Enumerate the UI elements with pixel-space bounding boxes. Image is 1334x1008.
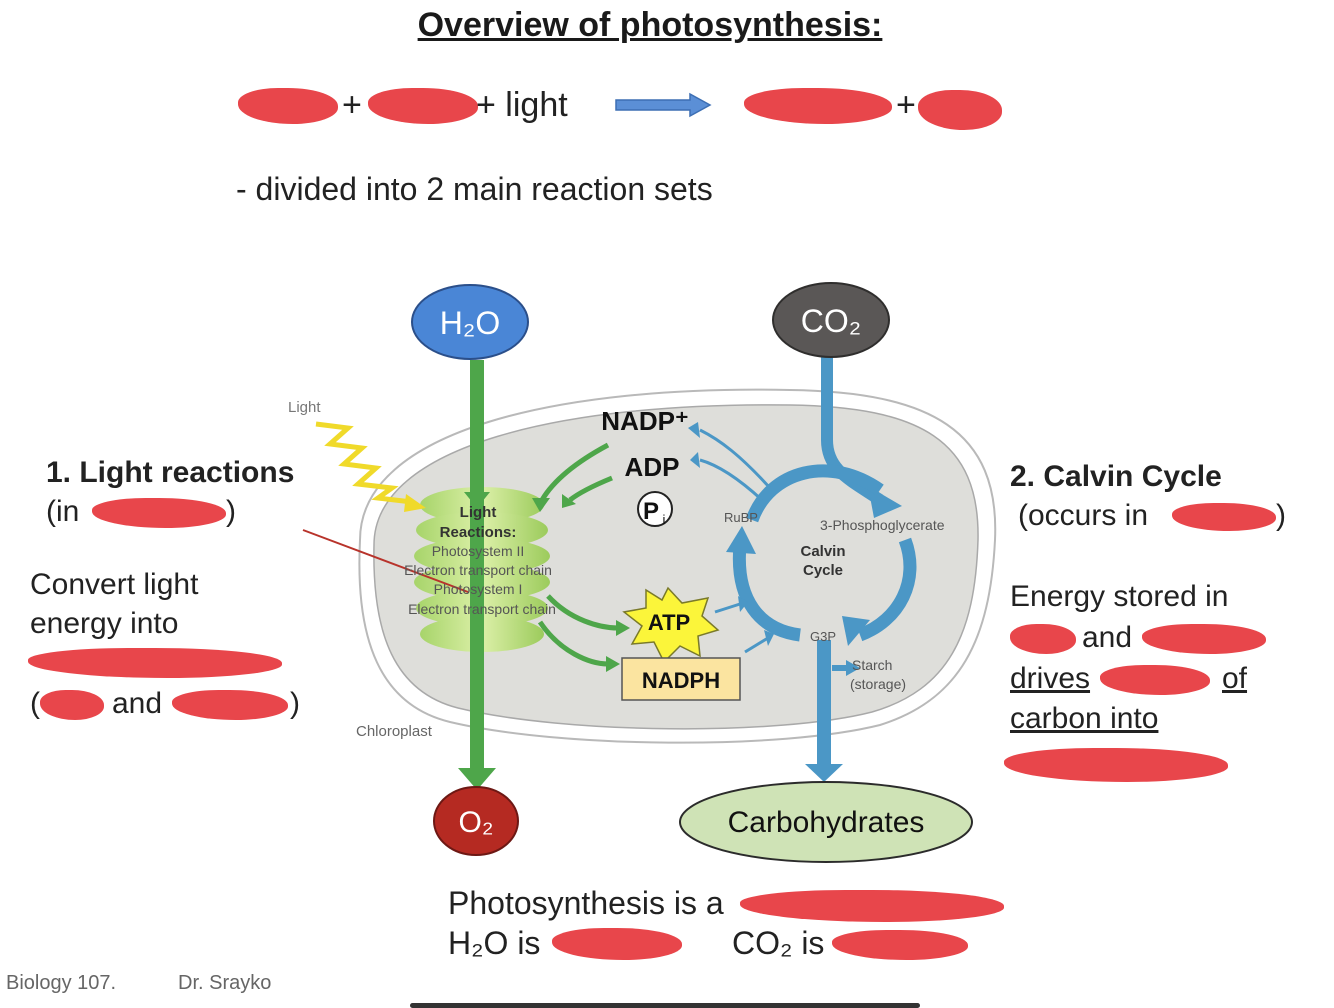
calvin-arc-right [857, 537, 917, 642]
redaction-mark [1172, 503, 1276, 531]
redaction-mark [1142, 624, 1266, 654]
h2o-label: H₂O [440, 305, 500, 341]
light-reactions-desc-4-and: and [112, 687, 163, 720]
light-label: Light [288, 399, 321, 416]
equation-arrow-icon [615, 92, 712, 118]
redaction-mark [832, 930, 968, 960]
chloroplast-label: Chloroplast [356, 723, 433, 740]
redaction-mark [238, 88, 338, 124]
light-reactions-heading: 1. Light reactions [46, 456, 295, 489]
redaction-mark [40, 690, 104, 720]
calvin-cycle-sub-suffix: ) [1276, 499, 1286, 532]
etc-label-1: Electron transport chain [404, 562, 552, 578]
starch-storage-label: (storage) [850, 676, 906, 692]
redaction-mark [172, 690, 288, 720]
rubp-label: RuBP [724, 510, 758, 525]
summary-line-2-h2o: H₂O is [448, 925, 541, 961]
light-reactions-desc-2: energy into [30, 607, 179, 640]
pointer-line [302, 529, 469, 593]
o2-label: O₂ [459, 806, 494, 839]
carbohydrates-bubble [679, 781, 973, 863]
carbs-arrow-shaft [817, 640, 831, 768]
light-reactions-desc-4-suffix: ) [290, 687, 300, 720]
calvin-cycle-sub-prefix: (occurs in [1018, 499, 1149, 532]
g3p-label: G3P [810, 629, 836, 644]
etc-label-2: Electron transport chain [408, 601, 556, 617]
calvin-desc-line-3-suffix: of [1222, 662, 1248, 695]
redaction-mark [552, 928, 682, 960]
calvin-cycle-heading: 2. Calvin Cycle [1010, 460, 1222, 493]
o2-bubble [433, 786, 519, 856]
adp-label: ADP [625, 452, 680, 482]
calvin-desc-line-4: carbon into [1010, 702, 1159, 735]
calvin-desc-line-1: Energy stored in [1010, 580, 1229, 613]
summary-line-1: Photosynthesis is a [448, 885, 724, 921]
light-reactions-sub-prefix: (in [46, 495, 80, 528]
light-zigzag-icon [315, 421, 413, 505]
subtitle: - divided into 2 main reaction sets [236, 171, 713, 207]
redaction-mark [368, 88, 478, 124]
calvin-arc-top [745, 464, 884, 523]
calvin-cycle-label-2: Cycle [803, 562, 843, 579]
equation-plus: + [896, 86, 916, 124]
pi-circle [637, 491, 673, 527]
equation-plus: + [342, 86, 362, 124]
light-reactions-title-2: Reactions: [440, 524, 517, 541]
light-reactions-desc-4-prefix: ( [30, 687, 40, 720]
redaction-mark [92, 498, 226, 528]
redaction-mark [1010, 624, 1076, 654]
nadp-plus-label: NADP⁺ [601, 406, 688, 436]
calvin-cycle-label-1: Calvin [800, 543, 845, 560]
redaction-mark [740, 890, 1004, 922]
redaction-mark [28, 648, 282, 678]
footer-course: Biology 107. [6, 972, 117, 994]
calvin-desc-line-2-and: and [1082, 621, 1133, 654]
starch-label: Starch [852, 657, 892, 673]
pga-label: 3-Phosphoglycerate [820, 517, 945, 533]
pi-subscript: i [663, 512, 666, 527]
redaction-mark [1100, 665, 1210, 695]
atp-label: ATP [648, 610, 690, 635]
calvin-desc-line-3-prefix: drives [1010, 662, 1091, 695]
equation-light: + light [476, 86, 568, 124]
redaction-mark [1004, 748, 1228, 782]
redaction-mark [744, 88, 892, 124]
nadph-box [621, 657, 741, 701]
pi-label: P [643, 498, 659, 525]
photosystem-i-label: Photosystem I [434, 581, 523, 597]
summary-line-2-co2: CO₂ is [732, 925, 825, 961]
redaction-mark [918, 90, 1002, 130]
h2o-bubble [411, 284, 529, 360]
light-reactions-title-1: Light [460, 504, 497, 521]
page-title: Overview of photosynthesis: [417, 6, 883, 44]
co2-bubble [772, 282, 890, 358]
light-reactions-desc-1: Convert light [30, 568, 199, 601]
o2-arrowhead [458, 768, 496, 790]
carbohydrates-label: Carbohydrates [728, 806, 925, 839]
h2o-arrow-shaft [470, 360, 484, 780]
home-indicator[interactable] [410, 1003, 920, 1008]
footer-author: Dr. Srayko [178, 972, 272, 994]
nadph-label: NADPH [642, 668, 720, 693]
light-reactions-sub-suffix: ) [226, 495, 236, 528]
co2-label: CO₂ [801, 303, 861, 339]
calvin-arc-left [732, 544, 802, 642]
photosystem-ii-label: Photosystem II [432, 543, 525, 559]
